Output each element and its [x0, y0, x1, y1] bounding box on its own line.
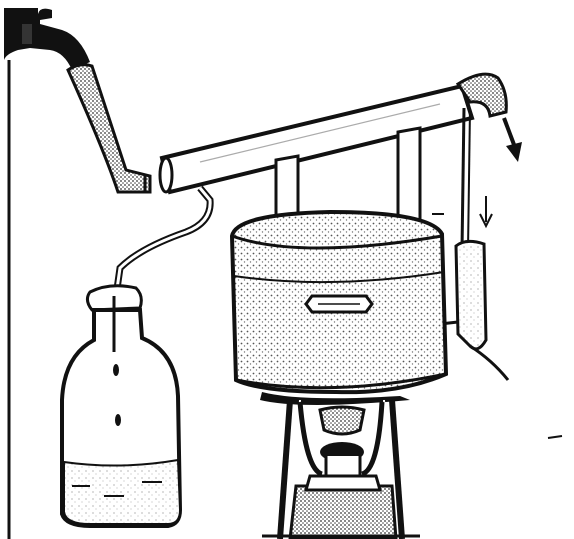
collecting-bottle [62, 286, 180, 526]
delivery-tube [116, 188, 210, 296]
overflow-funnel [440, 108, 508, 380]
water-tap [4, 8, 90, 70]
condenser-tube [160, 74, 506, 192]
water-tank [232, 212, 446, 392]
stray-mark [548, 436, 562, 438]
flow-arrows [432, 118, 522, 226]
burner-stand [260, 392, 420, 539]
rubber-hose [68, 65, 150, 193]
